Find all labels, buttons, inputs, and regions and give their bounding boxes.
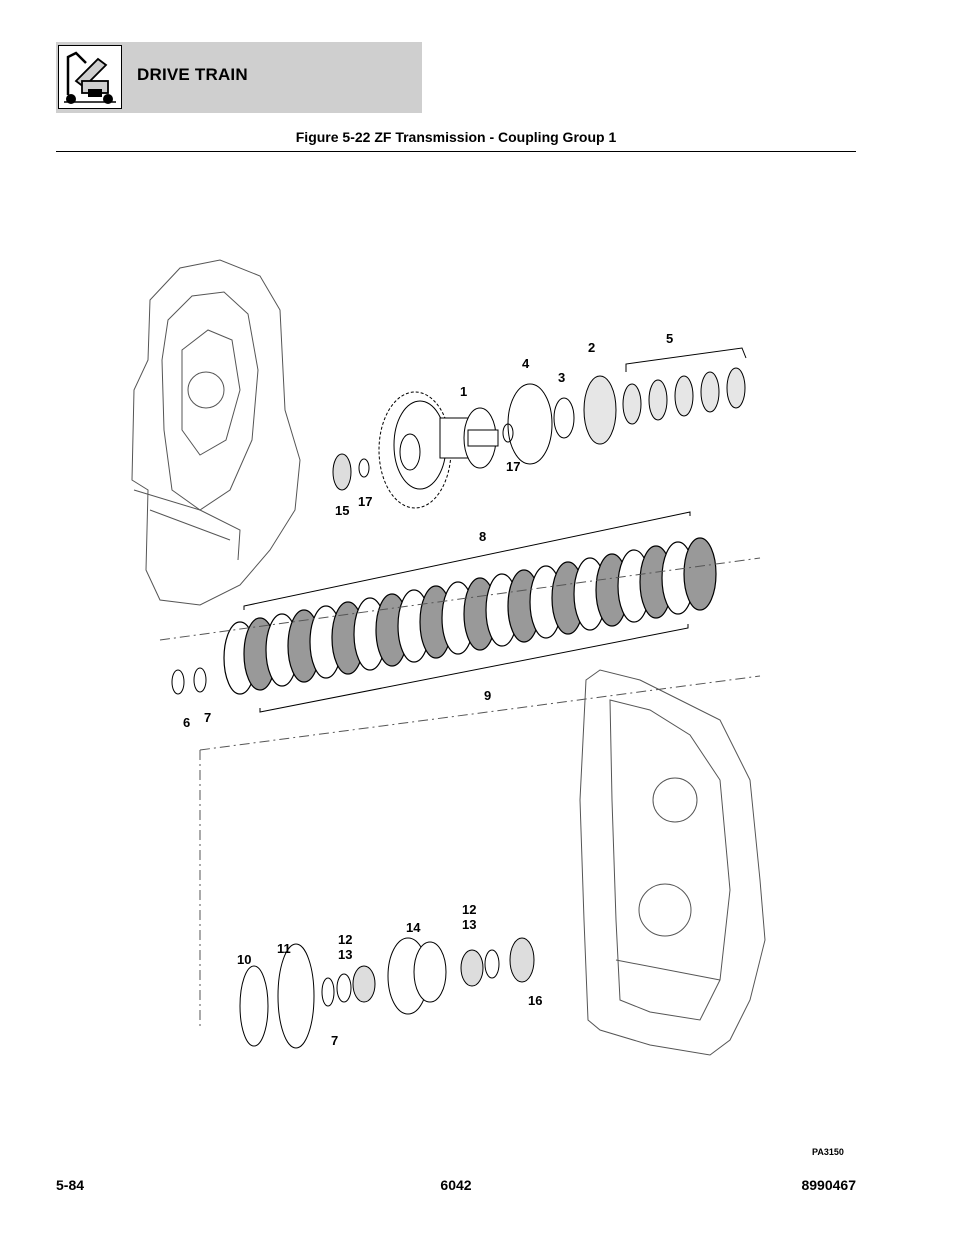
ring-set-5 xyxy=(622,367,746,425)
gear-hub xyxy=(378,391,499,509)
exploded-parts-diagram: 1 2 3 4 5 17 15 17 8 6 7 9 10 11 12 13 1… xyxy=(131,259,766,1056)
callout-label: 13 xyxy=(462,917,476,932)
manual-part-number: 8990467 xyxy=(801,1177,856,1193)
callout-label: 9 xyxy=(484,688,491,703)
callout-label: 12 xyxy=(462,902,476,917)
bearing-15 xyxy=(332,453,352,491)
right-housing-outline xyxy=(579,669,766,1056)
callout-label: 4 xyxy=(522,356,530,371)
callout-label: 2 xyxy=(588,340,595,355)
figure-reference-code: PA3150 xyxy=(812,1147,844,1157)
left-housing-outline xyxy=(131,259,301,606)
page-number: 5-84 xyxy=(56,1177,85,1193)
callout-label: 7 xyxy=(204,710,211,725)
ring-3 xyxy=(553,397,575,439)
callout-label: 6 xyxy=(183,715,190,730)
callout-label: 10 xyxy=(237,952,251,967)
callout-label: 8 xyxy=(479,529,486,544)
ring-17a xyxy=(358,458,370,478)
figure-title: Figure 5-22 ZF Transmission - Coupling G… xyxy=(295,129,617,145)
boom-lift-icon xyxy=(58,45,122,109)
ring-12b xyxy=(484,949,500,979)
snap-ring-11 xyxy=(277,943,315,1049)
disc-10 xyxy=(239,965,269,1047)
bearing-16 xyxy=(509,937,535,983)
ring-7b xyxy=(321,977,335,1007)
header-rule xyxy=(56,151,856,152)
callout-label: 16 xyxy=(528,993,542,1008)
disc-4 xyxy=(507,383,553,465)
callout-label: 17 xyxy=(358,494,372,509)
callout-label: 14 xyxy=(406,920,421,935)
callout-label: 7 xyxy=(331,1033,338,1048)
clutch-disc-stack xyxy=(223,537,717,695)
section-title: DRIVE TRAIN xyxy=(137,65,248,84)
callout-label: 11 xyxy=(277,941,291,956)
callout-label: 3 xyxy=(558,370,565,385)
ring-7a xyxy=(193,667,207,693)
callout-label: 13 xyxy=(338,947,352,962)
bearing-13b xyxy=(460,949,484,987)
piston-2 xyxy=(583,375,617,445)
splined-hub-14 xyxy=(387,937,447,1015)
callout-label: 17 xyxy=(506,459,520,474)
callout-label: 1 xyxy=(460,384,467,399)
callout-label: 15 xyxy=(335,503,349,518)
callout-label: 5 xyxy=(666,331,673,346)
ring-12a xyxy=(336,973,352,1003)
ring-6 xyxy=(171,669,185,695)
callout-label: 12 xyxy=(338,932,352,947)
model-number: 6042 xyxy=(440,1177,472,1193)
bearing-13a xyxy=(352,965,376,1003)
